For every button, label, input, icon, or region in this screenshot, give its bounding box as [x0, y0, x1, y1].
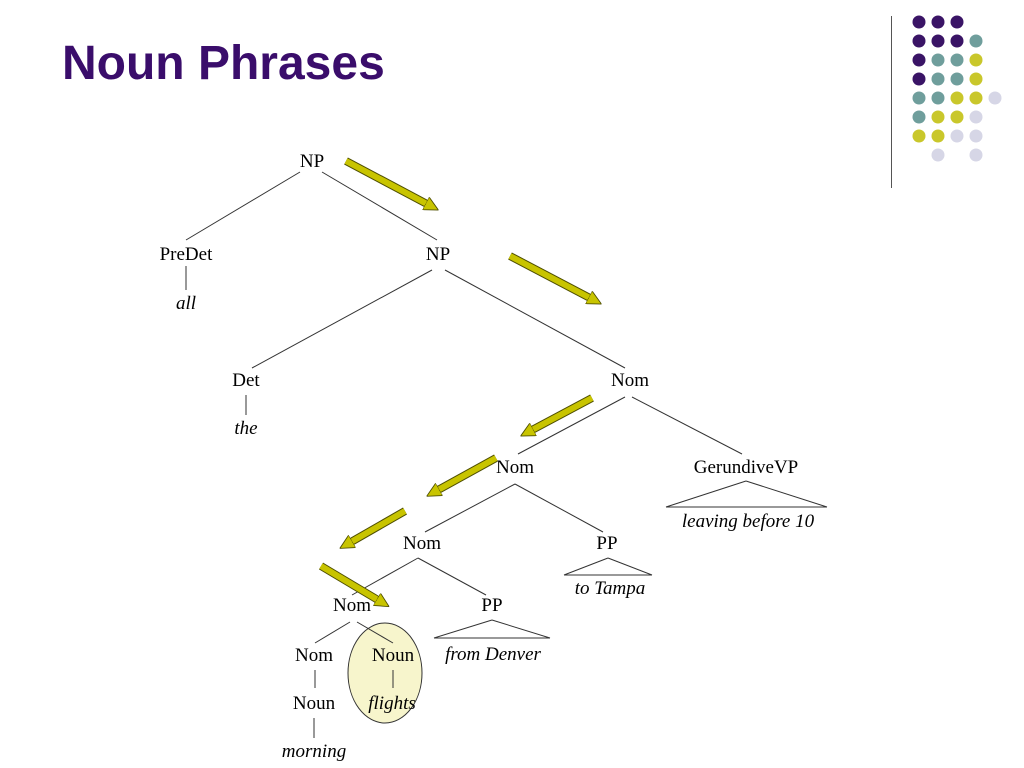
traversal-arrows [318, 157, 594, 600]
word-to-tampa: to Tampa [575, 578, 646, 599]
tree-category-labels: NP PreDet NP Det Nom Nom GerundiveVP Nom… [160, 151, 799, 714]
decor-dot [931, 34, 945, 48]
edge-nom-gerundive [631, 396, 743, 455]
decor-dot [912, 34, 926, 48]
tree-edges [185, 171, 828, 738]
word-leaving-before-10: leaving before 10 [682, 511, 815, 532]
decor-dot [950, 53, 964, 67]
decor-dot [969, 148, 983, 162]
arrow-6-nom-to-noun [319, 563, 378, 600]
node-np-inner: NP [426, 244, 450, 265]
triangle-gerundive-left [665, 480, 747, 508]
decor-dot [969, 110, 983, 124]
node-det: Det [232, 370, 260, 391]
decor-dot [969, 72, 983, 86]
decor-dot [950, 110, 964, 124]
word-all: all [176, 293, 196, 314]
word-morning: morning [282, 741, 346, 762]
decor-dot [950, 91, 964, 105]
decor-dot [912, 72, 926, 86]
edge-nom-nom-4 [314, 621, 351, 644]
node-nom-1: Nom [611, 370, 649, 391]
edge-np-predet [185, 171, 301, 241]
node-nom-2: Nom [496, 457, 534, 478]
decor-dot [988, 91, 1002, 105]
decor-dot [969, 91, 983, 105]
edge-nom-nom [517, 396, 626, 455]
decor-dot [912, 110, 926, 124]
triangle-pp1-right [607, 557, 653, 576]
node-noun-head: Noun [372, 645, 415, 666]
head-noun-highlight [347, 622, 423, 724]
decor-dot [931, 15, 945, 29]
title-divider [891, 16, 892, 188]
decor-dot [931, 129, 945, 143]
arrow-1-np-to-np [344, 158, 427, 204]
node-pp-1: PP [596, 533, 617, 554]
edge-np-nom [444, 269, 626, 369]
tree-leaf-words: all the leaving before 10 to Tampa from … [176, 293, 815, 762]
decor-dot [950, 72, 964, 86]
decor-dot [950, 34, 964, 48]
decor-dot [950, 15, 964, 29]
arrow-5-nom-to-nom [351, 508, 407, 542]
node-predet: PreDet [160, 244, 213, 265]
edge-nom-pp-2 [417, 557, 487, 596]
decor-dot [912, 91, 926, 105]
triangle-gerundive-right [745, 480, 828, 508]
node-nom-3: Nom [403, 533, 441, 554]
triangle-pp1-left [563, 557, 609, 576]
arrow-4-nom-to-nom [438, 455, 498, 490]
node-nom-5: Nom [295, 645, 333, 666]
edge-nom-noun [356, 621, 394, 644]
decor-dot [912, 53, 926, 67]
triangle-pp2-left [433, 619, 493, 639]
decorative-dot-grid [912, 15, 1002, 162]
decor-dot [931, 91, 945, 105]
edge-np-det [251, 269, 433, 369]
slide-title: Noun Phrases [62, 37, 385, 90]
decor-dot [912, 15, 926, 29]
edge-nom-nom-2 [424, 483, 516, 533]
node-gerundive-vp: GerundiveVP [694, 457, 798, 478]
edge-nom-pp [514, 483, 604, 533]
decor-dot [931, 72, 945, 86]
decor-dot [931, 110, 945, 124]
arrow-2-np-to-nom [508, 253, 590, 298]
decor-dot [969, 34, 983, 48]
node-noun-modifier: Noun [293, 693, 336, 714]
arrow-3-nom-to-nom [532, 395, 594, 430]
decor-dot [950, 129, 964, 143]
node-pp-2: PP [481, 595, 502, 616]
decor-dot [969, 53, 983, 67]
word-from-denver: from Denver [445, 644, 541, 665]
node-np-root: NP [300, 151, 324, 172]
decor-dot [931, 53, 945, 67]
decor-dot [969, 129, 983, 143]
node-nom-4: Nom [333, 595, 371, 616]
edge-np-np [321, 171, 438, 241]
word-flights: flights [368, 693, 416, 714]
decor-dot [931, 148, 945, 162]
word-the: the [234, 418, 257, 439]
triangle-pp2-right [491, 619, 551, 639]
decor-dot [912, 129, 926, 143]
